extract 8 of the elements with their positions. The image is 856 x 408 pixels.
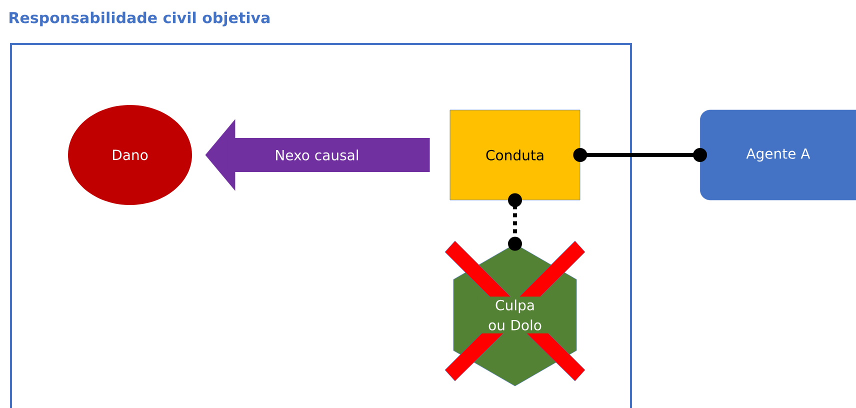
edge-label: Nexo causal (276, 150, 358, 160)
frame-box (10, 43, 632, 408)
conduct-box: Conduta (450, 110, 580, 200)
title: Responsabilidade civil objetiva (10, 12, 270, 26)
connector (508, 193, 522, 251)
connector (573, 148, 707, 162)
agent-box: Agente A (700, 110, 856, 200)
hexagon-label: Culpa ou Dolo (477, 296, 553, 334)
